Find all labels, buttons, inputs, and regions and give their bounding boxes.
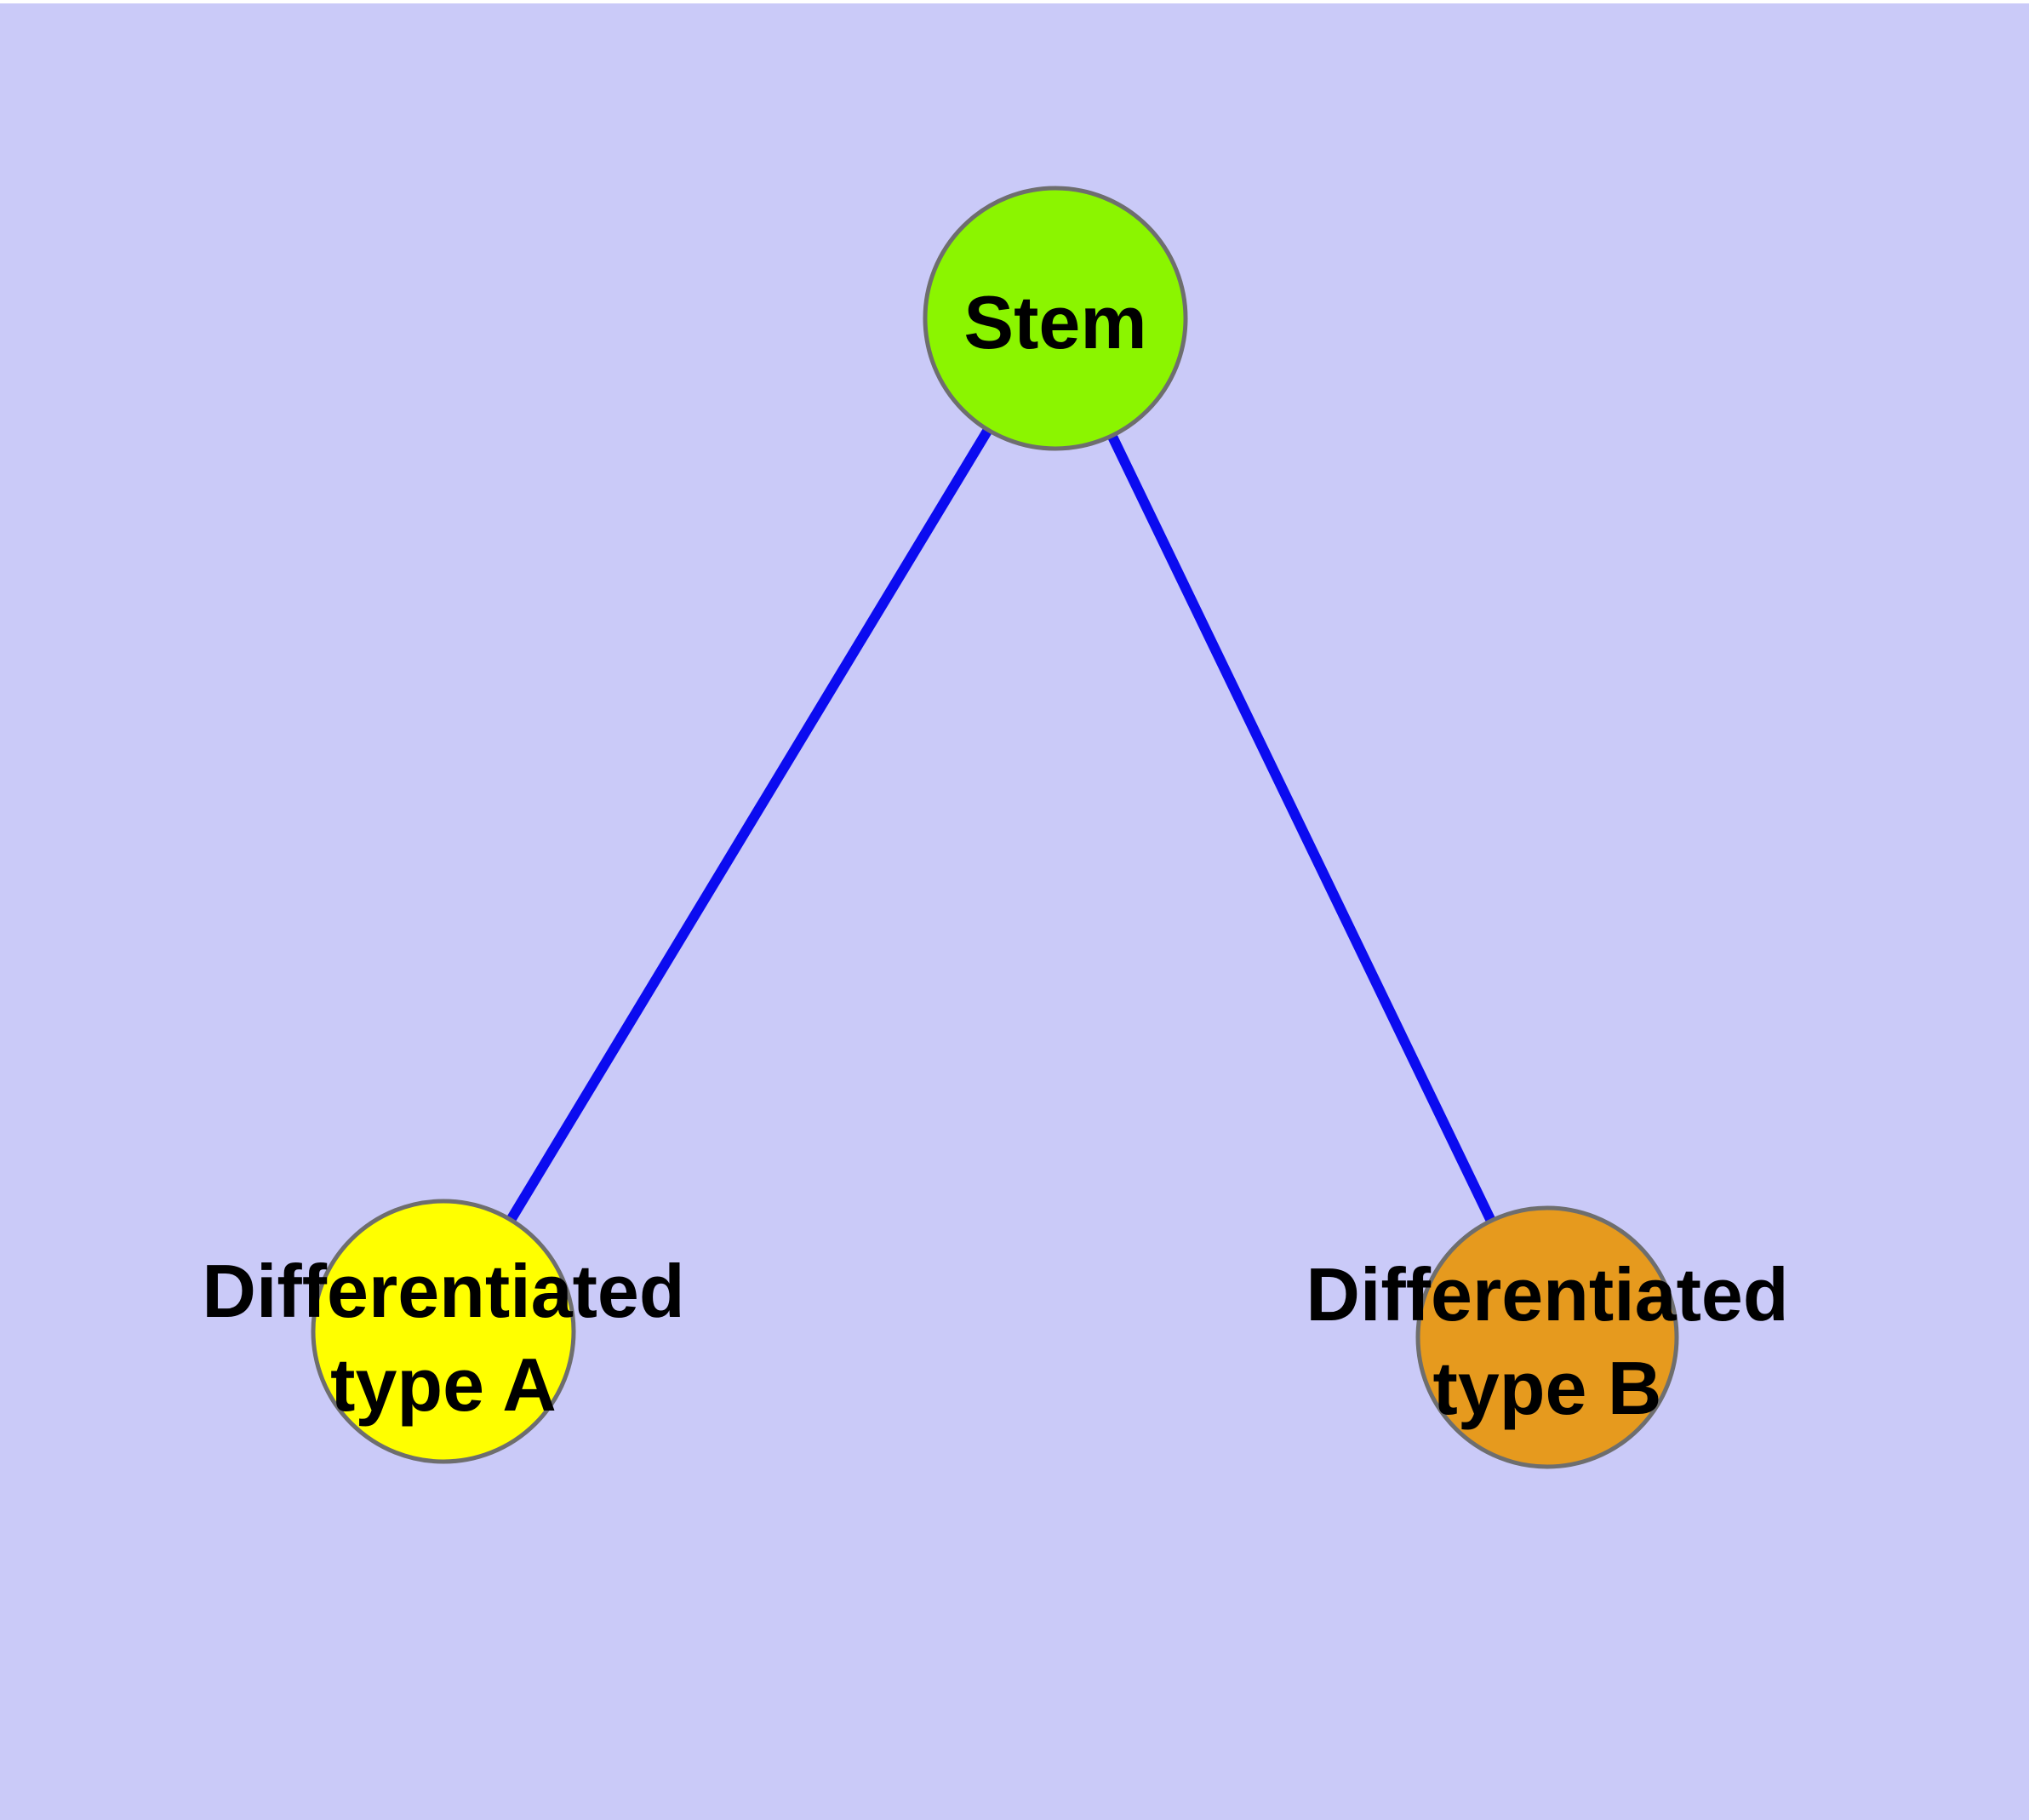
edge-stem-to-differentiated-type-b [1050, 316, 1552, 1340]
node-differentiated-type-a [311, 1199, 576, 1464]
edges-layer [438, 315, 1552, 1340]
nodes-layer [311, 186, 1679, 1469]
node-differentiated-type-a-label-line-1: Differentiated [202, 1249, 684, 1333]
node-stem-label-line-1: Stem [963, 280, 1146, 364]
edge-stem-to-differentiated-type-a [438, 315, 1060, 1335]
node-stem [923, 186, 1188, 451]
node-differentiated-type-b-label-line-2: type B [1433, 1346, 1662, 1430]
top-margin-strip [0, 0, 2029, 3]
node-differentiated-type-a-label-line-2: type A [330, 1342, 557, 1427]
node-differentiated-type-b-label-line-1: Differentiated [1306, 1252, 1788, 1336]
node-differentiated-type-b [1415, 1205, 1679, 1469]
